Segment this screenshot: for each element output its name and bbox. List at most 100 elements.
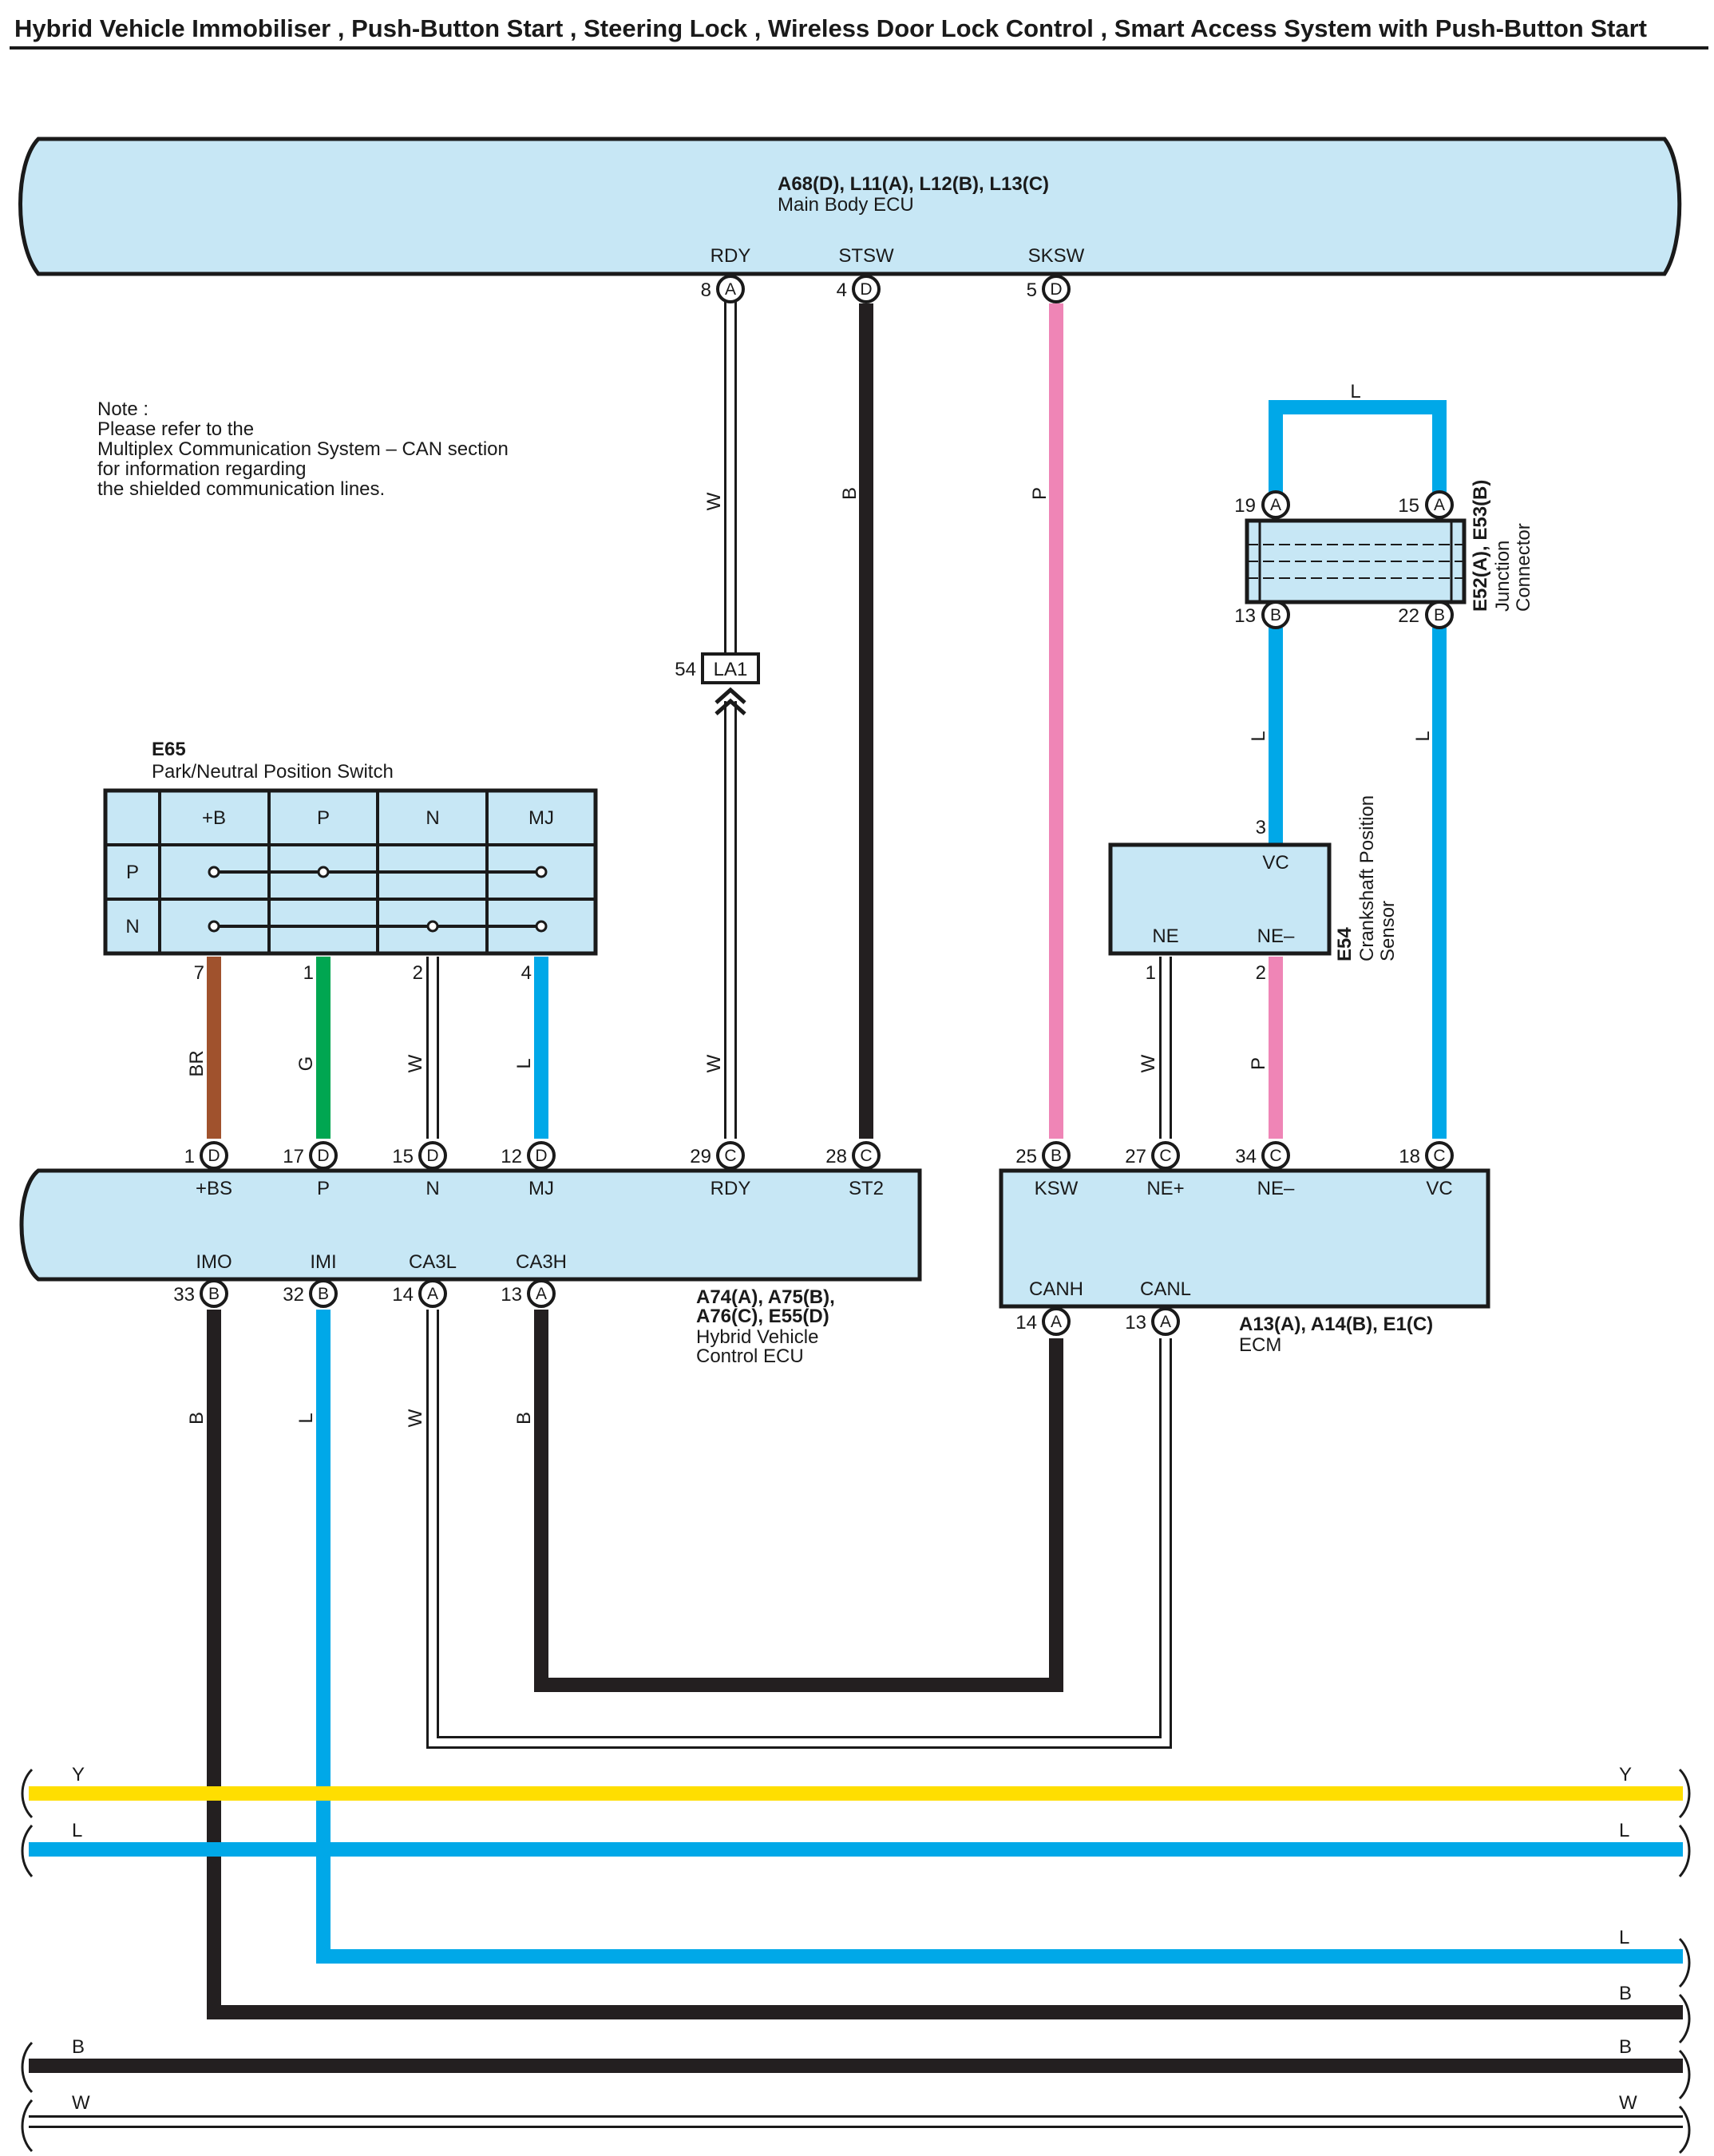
- pin-number: 27: [1125, 1146, 1146, 1167]
- pin-number: 15: [1398, 495, 1419, 517]
- main-body-ecu-code: A68(D), L11(A), L12(B), L13(C): [778, 173, 1049, 195]
- pn-col-header: P: [317, 807, 330, 829]
- hv-pin-label: IMI: [310, 1251, 336, 1273]
- hv-ecu-box: [19, 1168, 922, 1282]
- pn-row-header: N: [125, 916, 139, 937]
- crank-sensor-name-line: Crankshaft Position: [1356, 795, 1378, 961]
- connector-letter: C: [1433, 1147, 1445, 1165]
- bus-bracket-right: [1678, 1768, 1691, 1877]
- wires: [207, 302, 1676, 2019]
- bus-bracket-right: [1678, 2049, 1691, 2154]
- pin-number: 25: [1015, 1146, 1037, 1167]
- wire-label-rdy-bottom: W: [703, 1054, 725, 1072]
- connector-circle: [418, 1279, 447, 1308]
- connector-circle: [716, 275, 745, 303]
- hv-pin-label: +BS: [196, 1178, 232, 1199]
- connector-circle: [852, 275, 881, 303]
- wire-label-sksw: P: [1029, 487, 1051, 500]
- connector-letter: D: [860, 280, 872, 299]
- connector-letter: A: [725, 280, 736, 299]
- pin-number: 33: [173, 1284, 195, 1306]
- pin-number: 12: [501, 1146, 522, 1167]
- pin-number: 13: [1125, 1312, 1146, 1334]
- pn-contact-dot: [208, 920, 220, 933]
- wire-color-labels: W B P L L BR G W L W W P B L W B: [186, 487, 1434, 1427]
- wire-label-imi: L: [295, 1413, 317, 1423]
- connector-circle: [1042, 1307, 1071, 1336]
- inline-connector-chevron: [714, 687, 746, 704]
- wire-label-jc-right: L: [1412, 731, 1434, 741]
- hv-ecu-code-line: A74(A), A75(B),: [696, 1286, 835, 1308]
- connector-letter: D: [426, 1147, 438, 1165]
- bus-bracket-right: [1678, 1937, 1691, 2044]
- note-line: the shielded communication lines.: [97, 478, 385, 500]
- connector-circle: [1425, 490, 1454, 519]
- crank-sensor-box: [1108, 842, 1332, 956]
- connector-letter: B: [1051, 1147, 1062, 1165]
- main-body-ecu-pins: A 8 D 4 D 5: [701, 275, 1071, 303]
- pin-number: 19: [1234, 495, 1256, 517]
- wire-label-ca3l: W: [405, 1409, 426, 1427]
- crank-sensor-code: E54: [1334, 927, 1356, 961]
- connector-letter: A: [427, 1285, 438, 1303]
- connector-circle: [1261, 490, 1290, 519]
- wire-label-jc-top: L: [1350, 381, 1360, 402]
- diagram-title: Hybrid Vehicle Immobiliser , Push-Button…: [14, 14, 1647, 42]
- connector-letter: A: [1160, 1313, 1171, 1331]
- pin-number: 15: [392, 1146, 414, 1167]
- pn-col-header: N: [426, 807, 439, 829]
- connector-circle: [527, 1141, 556, 1170]
- pin-number: 1: [184, 1146, 195, 1167]
- connector-circle: [1261, 600, 1290, 629]
- connector-letter: D: [317, 1147, 329, 1165]
- wire-ca3h-canh: [534, 1310, 1063, 1692]
- wire-imo: [207, 1310, 1676, 2019]
- crank-sensor: VC NE NE– 3 1 2 E54 Crankshaft Position …: [1108, 795, 1399, 984]
- hv-pin-label: RDY: [711, 1178, 751, 1199]
- wire-label-ne-minus: P: [1248, 1057, 1269, 1070]
- pn-switch-code: E65: [152, 739, 186, 760]
- pin-number: 1: [303, 962, 314, 984]
- bus-label: Y: [72, 1764, 85, 1785]
- hv-ecu-name-line: Control ECU: [696, 1346, 804, 1367]
- pin-number: 22: [1398, 605, 1419, 627]
- ecm-pin-label: NE–: [1257, 1178, 1295, 1199]
- pin-number: 28: [825, 1146, 847, 1167]
- connector-letter: B: [1270, 606, 1281, 624]
- pn-contact-dot: [535, 866, 548, 878]
- pn-switch-name: Park/Neutral Position Switch: [152, 761, 394, 783]
- ecm-code: A13(A), A14(B), E1(C): [1239, 1314, 1433, 1335]
- ecm-pin-label: NE+: [1146, 1178, 1184, 1199]
- wire-label-pn-mj: L: [513, 1058, 535, 1068]
- pin-number: 34: [1235, 1146, 1257, 1167]
- hv-pin-label: N: [426, 1178, 439, 1199]
- bus-lines: Y Y L L L B B B W W: [21, 1764, 1691, 2154]
- wire-label-ca3h: B: [513, 1412, 535, 1425]
- ecm-pin-label: CANH: [1029, 1278, 1083, 1300]
- connector-circle: [1425, 1141, 1454, 1170]
- connector-letter: D: [535, 1147, 547, 1165]
- hv-ecu-name-line: Hybrid Vehicle: [696, 1326, 818, 1348]
- pn-switch: E65 Park/Neutral Position Switch +B P N …: [103, 739, 598, 984]
- connector-circle: [200, 1279, 228, 1308]
- ecm-box: [999, 1168, 1490, 1309]
- pin-label-sksw: SKSW: [1028, 245, 1085, 267]
- inline-connector-box: [701, 652, 760, 684]
- ecm: KSW NE+ NE– VC CANH CANL A13(A), A14(B),…: [999, 1141, 1490, 1356]
- pin-number: 14: [1015, 1312, 1037, 1334]
- wire-label-pn-n: W: [405, 1054, 426, 1072]
- connector-circle: [418, 1141, 447, 1170]
- pin-number: 13: [1234, 605, 1256, 627]
- inline-connector-code: LA1: [714, 659, 748, 680]
- wire-jc-top-loop: [1269, 400, 1447, 500]
- pin-number: 2: [413, 962, 423, 984]
- bus-label: W: [72, 2092, 90, 2114]
- connector-letter: C: [860, 1147, 872, 1165]
- note-line: Multiplex Communication System – CAN sec…: [97, 438, 509, 460]
- bus-bracket-left: [21, 2041, 34, 2153]
- pin-number: 8: [701, 279, 711, 301]
- ecm-pin-label: VC: [1426, 1178, 1452, 1199]
- inline-connector-number: 54: [675, 659, 696, 680]
- inline-connector-la1: LA1 54: [675, 652, 760, 715]
- connector-circle: [1425, 600, 1454, 629]
